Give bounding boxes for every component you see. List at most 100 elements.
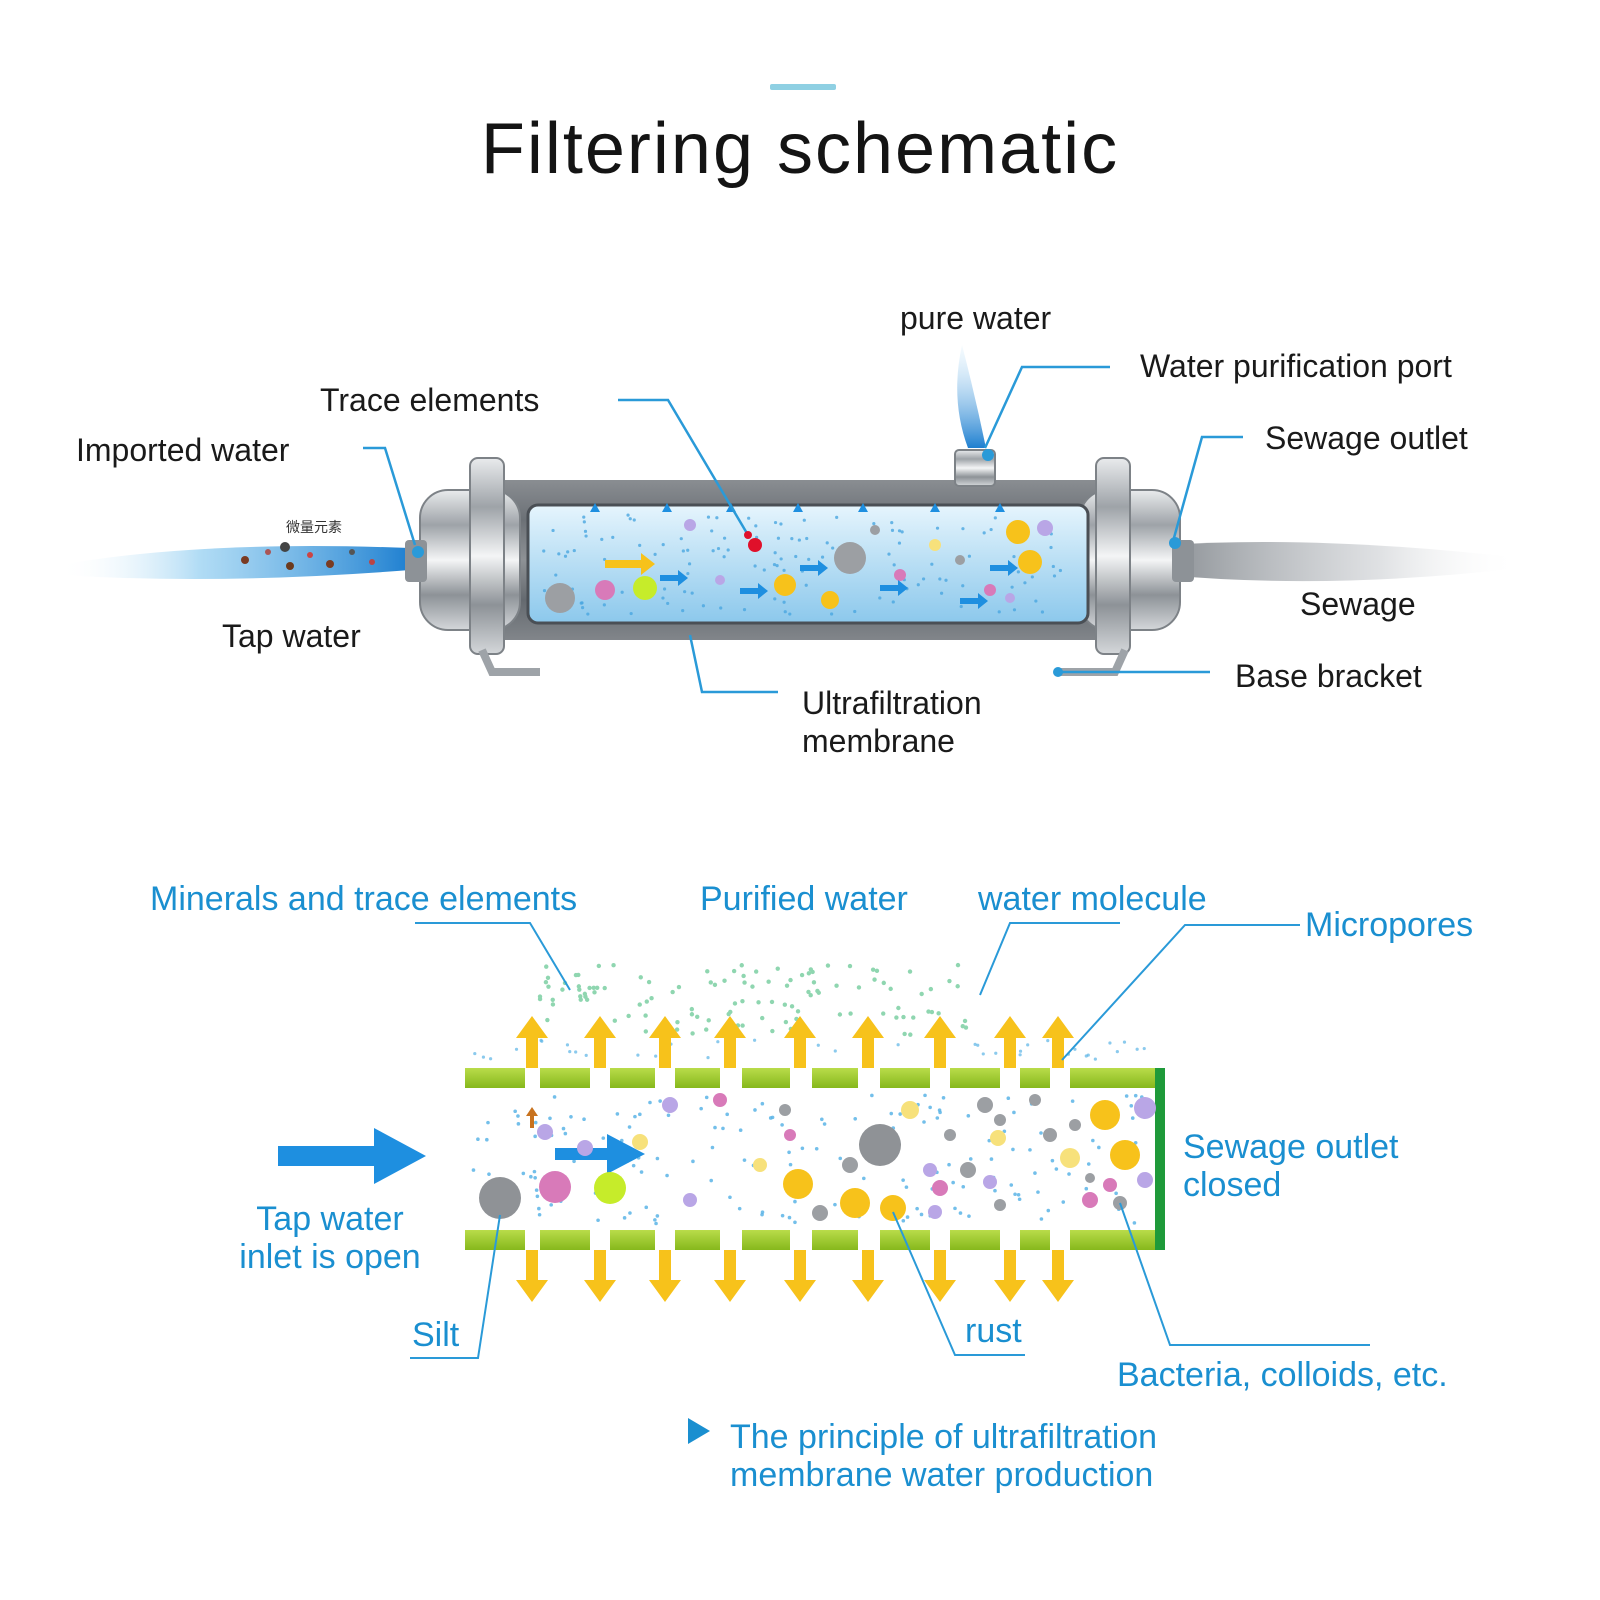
membrane-segment [880,1230,930,1250]
water-dot [537,1212,542,1217]
water-dot [548,1116,552,1121]
water-dot [534,1188,539,1192]
water-dot [787,1215,792,1220]
water-dot [552,1095,557,1099]
water-dot [666,1113,671,1118]
water-dot [690,1031,695,1036]
tap-water-inflow-stream [60,546,410,579]
water-dot [976,1043,980,1047]
water-dot [830,612,834,616]
water-dot [775,564,779,568]
label-sewage-outlet-closed: Sewage outlet closed [1183,1128,1399,1204]
water-dot [648,1100,652,1105]
water-dot [539,1038,543,1042]
left-base-bracket [478,648,540,676]
pure-water-jet [957,345,986,448]
water-dot [1108,1041,1112,1045]
water-dot [973,1042,977,1046]
water-dot [491,1201,495,1206]
bracket-marker [1053,667,1063,677]
water-dot [1091,1138,1095,1143]
water-dot [928,1105,932,1110]
water-dot [542,589,547,593]
inner-flow-arrow [555,1134,645,1174]
tap-inlet-arrow [278,1128,426,1184]
water-dot [537,1206,541,1211]
water-dot [704,1027,709,1032]
water-dot [799,972,805,978]
water-dot [1054,1167,1059,1171]
water-dot [779,522,783,526]
purified-down-arrow [852,1250,884,1302]
water-dot [811,980,817,985]
water-dot [874,968,880,974]
water-dot [773,520,778,525]
water-dot [820,555,825,559]
water-dot [807,557,811,562]
chamber-water-dots [542,513,1063,616]
water-dot [1097,1145,1101,1150]
purified-up-arrow [584,1016,616,1068]
water-dot [739,963,744,968]
water-dot [782,1002,788,1007]
water-dot [847,963,853,969]
water-dot [643,1029,649,1034]
water-dot [891,600,895,604]
water-dot [788,1162,793,1167]
water-dot [543,979,549,985]
water-dot [537,996,543,1002]
page-title: Filtering schematic [480,109,1120,189]
water-dot [621,1148,626,1153]
water-dot [740,998,745,1004]
water-dot [1039,1217,1044,1221]
water-dot [892,563,896,567]
water-dot [715,516,719,520]
water-dot [815,988,820,994]
water-dot [930,562,934,566]
water-dot [1030,575,1034,579]
water-dot [1023,581,1027,585]
water-dot [1040,610,1045,614]
water-dot [592,990,597,995]
water-dot [638,1112,642,1117]
water-dot [661,596,665,600]
water-dot [584,534,588,538]
water-dot [666,601,670,606]
label-trace-elements: Trace elements [320,382,540,418]
water-dot [582,991,588,997]
membrane-segment [812,1068,858,1088]
water-dot [808,993,813,998]
water-dot [1012,554,1016,559]
water-dot [695,1014,700,1019]
water-dot [753,564,757,568]
water-dot [788,612,792,616]
water-dot [654,1221,658,1226]
water-dot [833,1049,837,1053]
water-dot [615,1112,620,1116]
water-dot [951,1180,955,1185]
water-dot [881,980,886,986]
water-dot [923,1093,927,1098]
water-dot [848,1011,853,1016]
water-dot [601,1136,606,1140]
water-dot [579,601,583,605]
water-dot [1033,1171,1037,1175]
water-dot [560,987,565,992]
water-dot [653,1218,657,1222]
water-dot [962,1018,968,1024]
water-dot [833,1202,837,1207]
water-dot [722,555,726,559]
water-dot [897,541,902,545]
water-dot [1129,1103,1134,1108]
water-dot [783,1019,789,1025]
membrane-segment [950,1068,1000,1088]
water-dot [554,573,558,577]
water-dot [870,967,876,972]
water-dot [629,611,633,616]
water-dot [611,535,615,539]
water-dot [643,1013,648,1018]
water-dot [856,985,862,990]
water-dot [831,546,835,550]
water-dot [628,1211,632,1215]
water-dot [596,1218,600,1223]
